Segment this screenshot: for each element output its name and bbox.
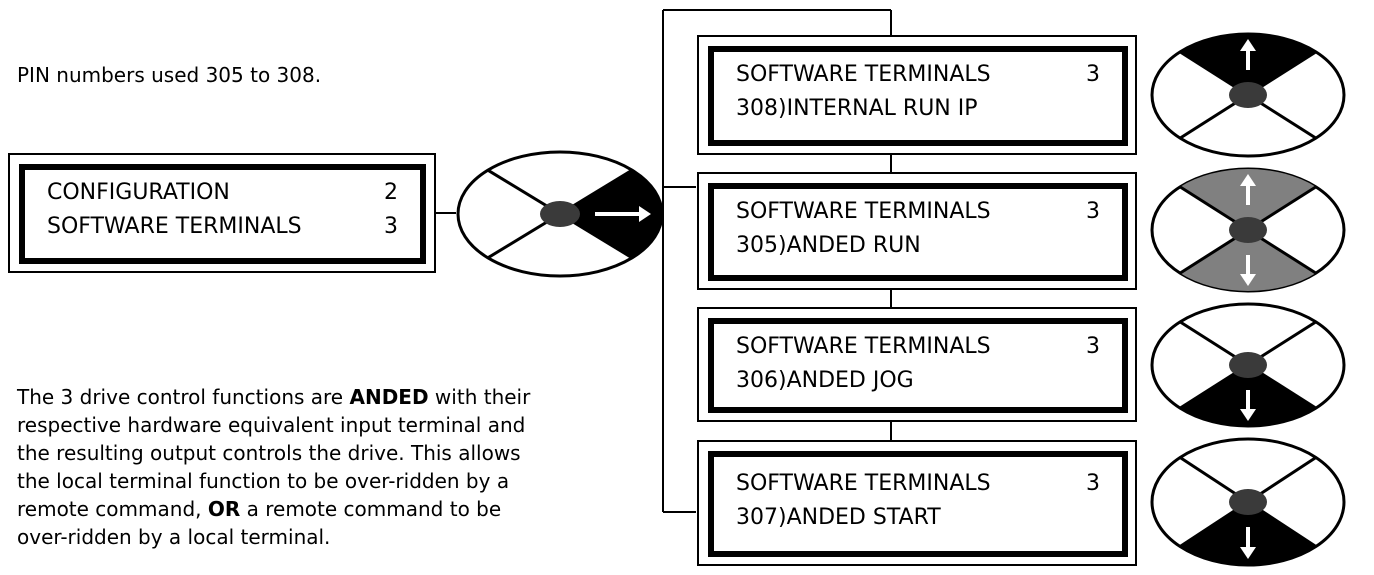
param-2-line2: 305)ANDED RUN bbox=[736, 233, 921, 258]
param-3-line2: 306)ANDED JOG bbox=[736, 368, 914, 393]
arrow-right-icon bbox=[595, 206, 651, 222]
param-1-num: 3 bbox=[1086, 62, 1100, 87]
menu-num2: 3 bbox=[384, 214, 398, 239]
arrow-up-icon bbox=[1240, 174, 1256, 205]
menu-keypad[interactable] bbox=[455, 149, 665, 279]
intro-text: PIN numbers used 305 to 308. bbox=[17, 63, 322, 87]
desc-or: OR bbox=[207, 497, 241, 521]
desc-part3: a remote command to be over-ridden by a … bbox=[17, 497, 502, 549]
param-4-num: 3 bbox=[1086, 471, 1100, 496]
description-paragraph: The 3 drive control functions are ANDED … bbox=[17, 383, 537, 551]
param-4-line2: 307)ANDED START bbox=[736, 505, 941, 530]
param-3-line1: SOFTWARE TERMINALS bbox=[736, 334, 991, 359]
arrow-down-icon bbox=[1240, 527, 1256, 559]
desc-anded: ANDED bbox=[349, 385, 429, 409]
param-display-4: SOFTWARE TERMINALS 3 307)ANDED START bbox=[708, 451, 1128, 557]
param-1-line1: SOFTWARE TERMINALS bbox=[736, 62, 991, 87]
param-3-num: 3 bbox=[1086, 334, 1100, 359]
keypad-2[interactable] bbox=[1148, 165, 1348, 295]
param-4-line1: SOFTWARE TERMINALS bbox=[736, 471, 991, 496]
menu-line2: SOFTWARE TERMINALS bbox=[47, 214, 302, 239]
param-1-line2: 308)INTERNAL RUN IP bbox=[736, 96, 978, 121]
keypad-4[interactable] bbox=[1148, 435, 1348, 570]
param-display-2: SOFTWARE TERMINALS 3 305)ANDED RUN bbox=[708, 183, 1128, 281]
keypad-1[interactable] bbox=[1148, 30, 1348, 160]
menu-display: CONFIGURATION 2 SOFTWARE TERMINALS 3 bbox=[19, 164, 426, 264]
param-display-1: SOFTWARE TERMINALS 3 308)INTERNAL RUN IP bbox=[708, 46, 1128, 146]
param-display-3: SOFTWARE TERMINALS 3 306)ANDED JOG bbox=[708, 318, 1128, 413]
param-2-num: 3 bbox=[1086, 199, 1100, 224]
desc-part1: The 3 drive control functions are bbox=[17, 385, 350, 409]
param-2-line1: SOFTWARE TERMINALS bbox=[736, 199, 991, 224]
desc-part2: with their respective hardware equivalen… bbox=[17, 385, 531, 521]
menu-num1: 2 bbox=[384, 180, 398, 205]
arrow-down-icon bbox=[1240, 255, 1256, 286]
keypad-3[interactable] bbox=[1148, 300, 1348, 430]
menu-line1: CONFIGURATION bbox=[47, 180, 230, 205]
arrow-up-icon bbox=[1240, 39, 1256, 70]
arrow-down-icon bbox=[1240, 390, 1256, 421]
